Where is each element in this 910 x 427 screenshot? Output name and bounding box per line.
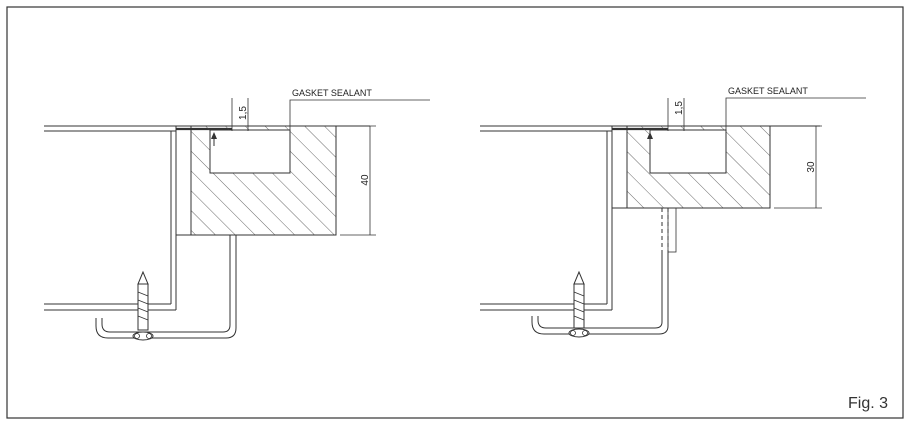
figure-frame: [6, 6, 904, 419]
left-detail: 1,5 GASKET SEALANT 40: [44, 88, 430, 341]
left-gasket-sealant-label: GASKET SEALANT: [292, 88, 372, 98]
right-screw-icon: [568, 270, 590, 338]
right-detail: 1,5 GASKET SEALANT 30: [480, 86, 866, 338]
right-depth-dimension: 30: [806, 161, 817, 173]
left-depth-dimension: 40: [360, 174, 371, 186]
right-gap-dimension: 1,5: [674, 101, 685, 115]
right-gasket-sealant-label: GASKET SEALANT: [728, 86, 808, 96]
left-gasket-recess: [209, 129, 291, 174]
right-gasket-recess: [649, 129, 727, 174]
figure-label: Fig. 3: [847, 395, 888, 412]
left-screw-icon: [132, 270, 154, 341]
left-gap-dimension: 1,5: [238, 106, 249, 120]
